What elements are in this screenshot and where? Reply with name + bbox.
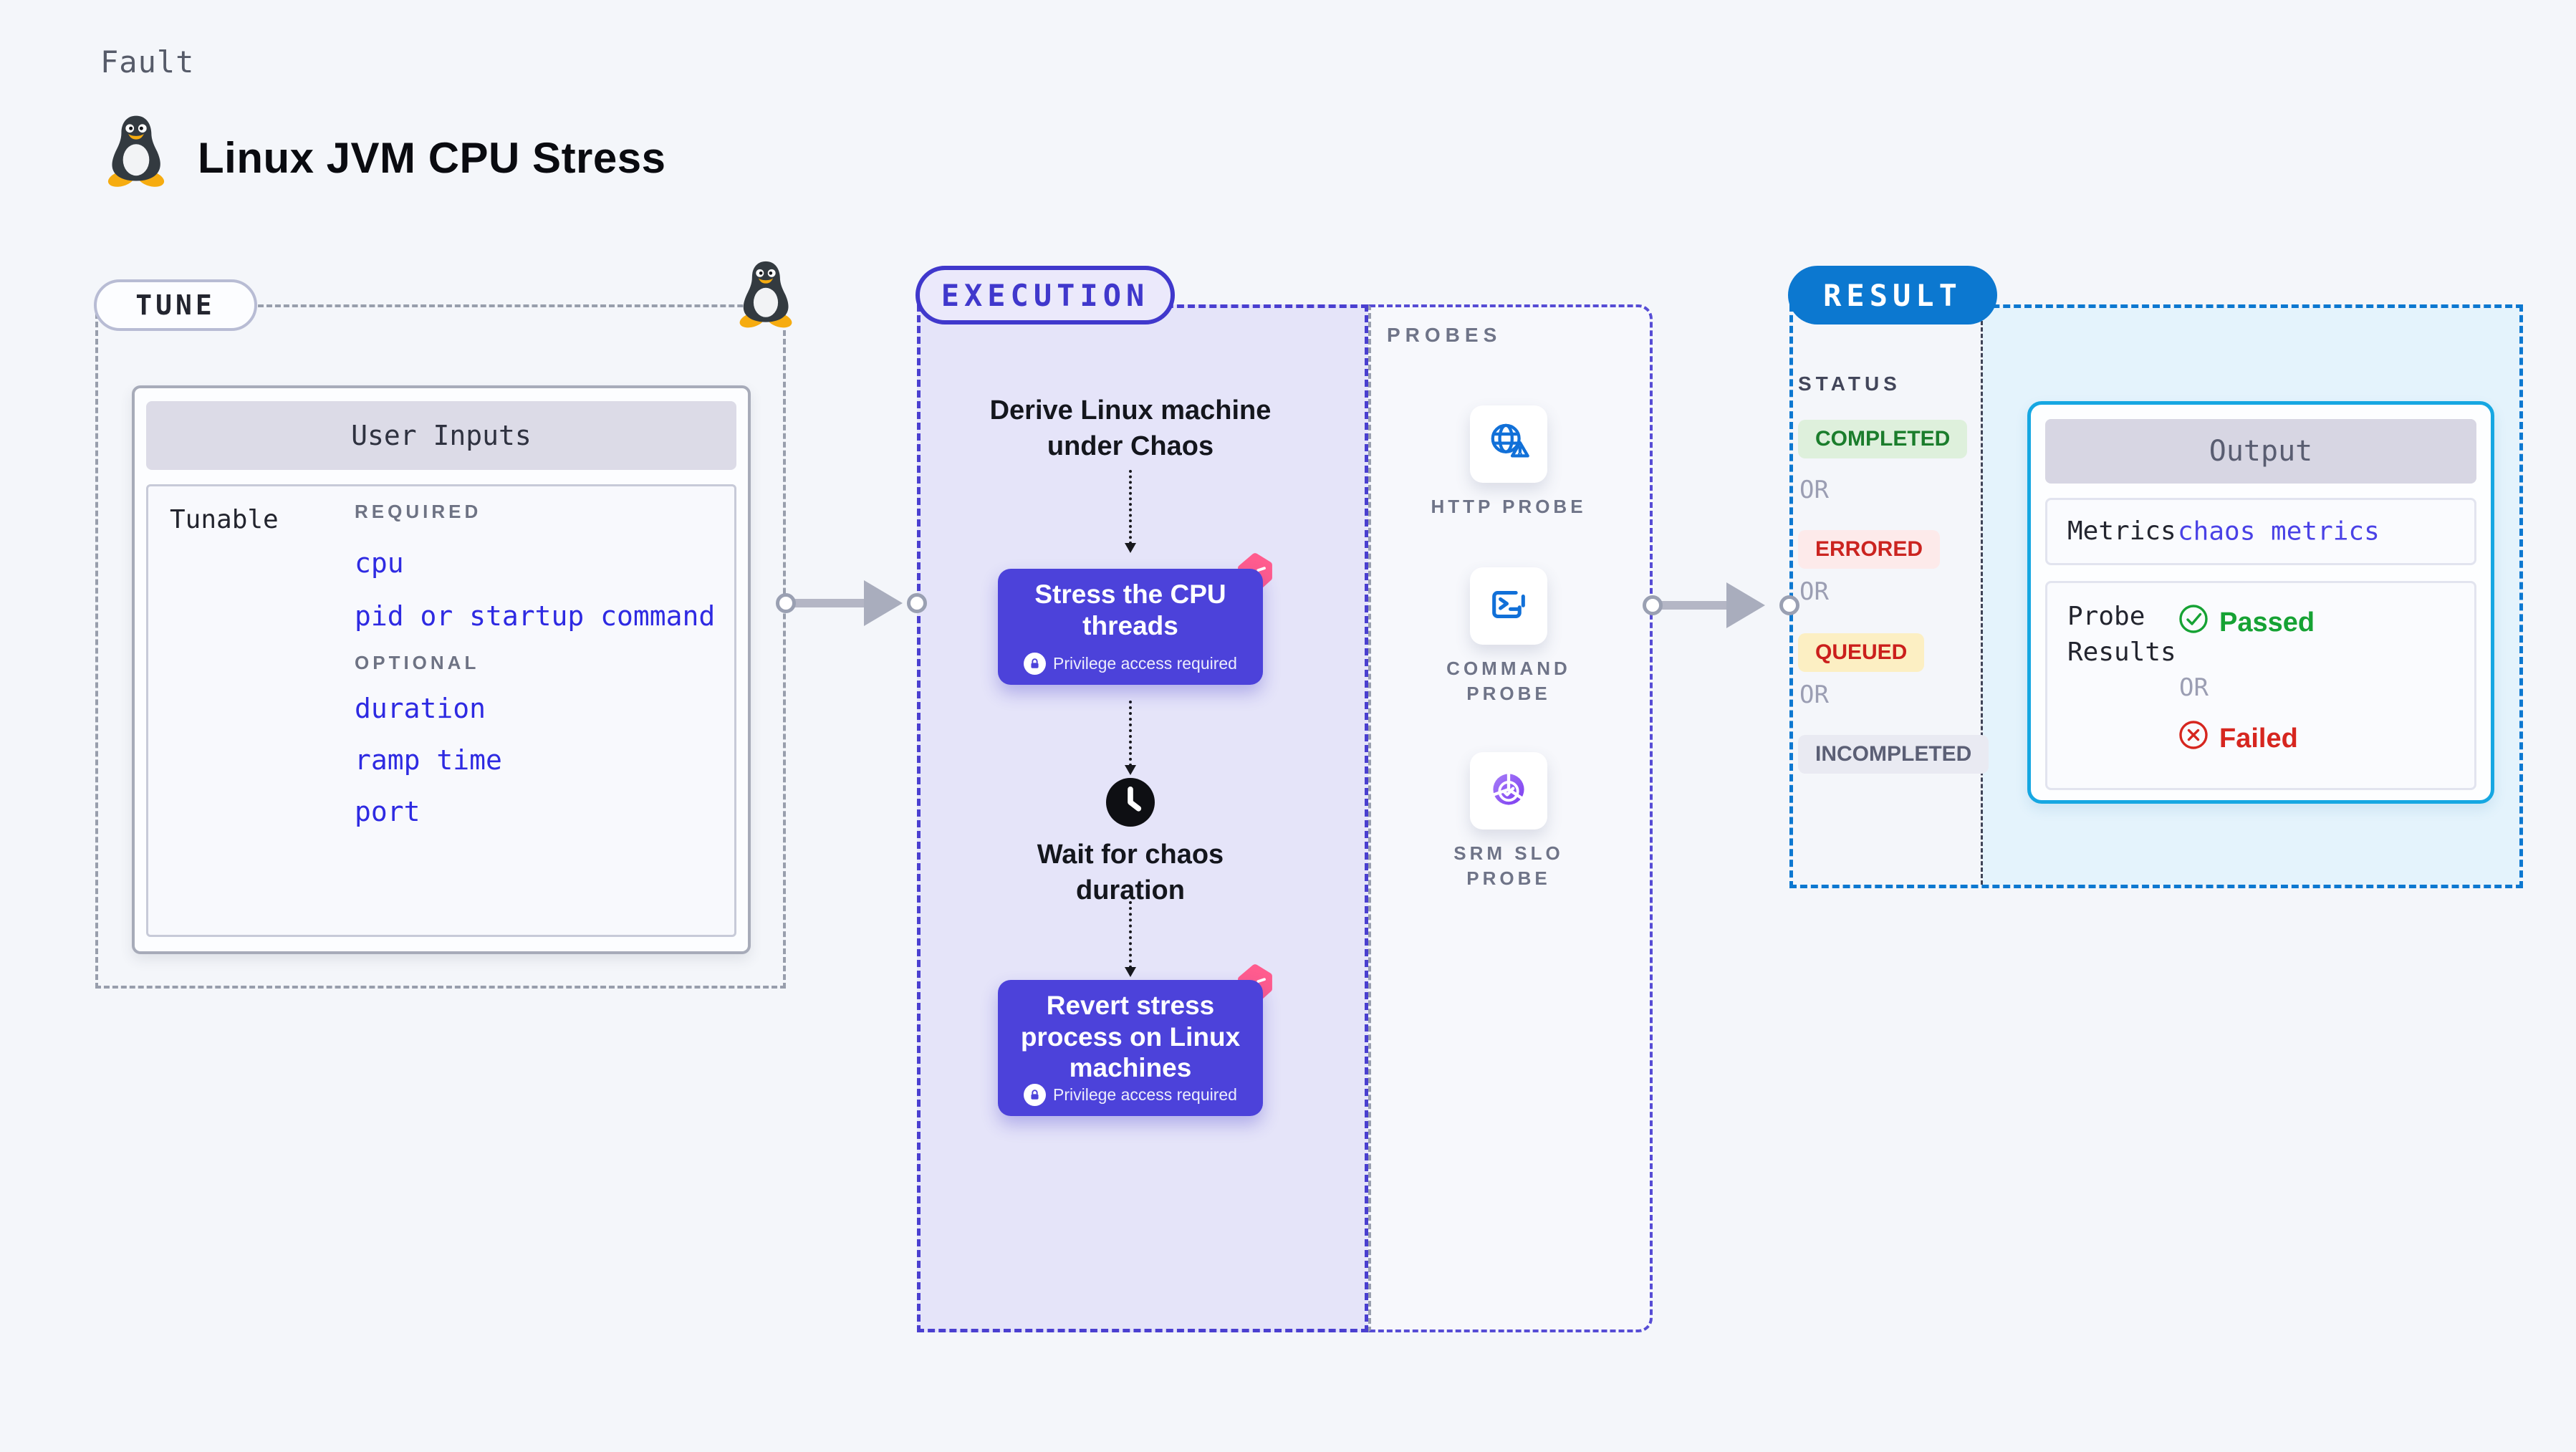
metrics-label: Metrics (2067, 516, 2176, 546)
flow-arrow-down-icon (1125, 470, 1136, 553)
status-badge-incompleted: INCOMPLETED (1798, 735, 1989, 774)
command-probe-card (1470, 567, 1547, 645)
tune-to-execution-arrow-shaft (788, 599, 868, 607)
tux-linux-icon (105, 113, 168, 191)
status-badge-queued: QUEUED (1798, 633, 1925, 672)
status-badge-completed: COMPLETED (1798, 420, 1968, 458)
failed-label: Failed (2219, 723, 2298, 754)
metrics-row: Metrics chaos metrics (2045, 498, 2476, 565)
param-pid-or-startup-command: pid or startup command (355, 600, 716, 632)
privilege-note: Privilege access required (1053, 654, 1237, 673)
user-inputs-table: Tunable REQUIRED cpu pid or startup comm… (146, 484, 736, 937)
status-label: STATUS (1798, 372, 1901, 395)
srm-slo-probe-card (1470, 752, 1547, 830)
command-probe-label: COMMAND PROBE (1446, 658, 1571, 705)
output-card: Output Metrics chaos metrics Probe Resul… (2027, 401, 2494, 804)
connector-dot (1643, 595, 1663, 615)
param-port: port (355, 796, 420, 827)
execution-badge: EXECUTION (915, 266, 1175, 324)
probe-results-row: Probe Results Passed OR (2045, 581, 2476, 790)
tune-to-execution-arrow-head (864, 580, 903, 626)
x-circle-icon (2178, 719, 2209, 758)
check-circle-icon (2178, 603, 2209, 642)
execution-to-result-arrow-head (1726, 582, 1765, 628)
probe-results-label: Probe Results (2067, 602, 2176, 668)
user-inputs-title: User Inputs (146, 401, 736, 470)
revert-card-title: Revert stress process on Linux machines (1020, 991, 1241, 1083)
param-ramp-time: ramp time (355, 744, 502, 776)
param-cpu: cpu (355, 547, 404, 579)
privilege-note: Privilege access required (1053, 1085, 1237, 1104)
connector-dot (907, 593, 927, 613)
flow-arrow-down-icon (1125, 701, 1136, 775)
step-wait-duration: Wait for chaos duration (1037, 840, 1224, 906)
required-group-label: REQUIRED (355, 501, 482, 522)
connector-dot (776, 593, 796, 613)
http-probe-card (1470, 405, 1547, 483)
probes-label: PROBES (1387, 324, 1502, 346)
lock-icon (1024, 653, 1047, 675)
http-probe-label: HTTP PROBE (1431, 496, 1587, 517)
metrics-value: chaos metrics (2178, 516, 2380, 547)
step-derive-machine: Derive Linux machine under Chaos (989, 395, 1272, 462)
step-stress-cpu-card: Stress the CPU threads Privilege access … (998, 569, 1263, 685)
stress-card-title: Stress the CPU threads (1034, 580, 1226, 640)
flow-arrow-down-icon (1125, 901, 1136, 977)
execution-to-result-arrow-shaft (1656, 601, 1731, 610)
fault-kicker: Fault (100, 44, 195, 80)
or-label: OR (2179, 673, 2209, 702)
srm-slo-probe-label: SRM SLO PROBE (1453, 842, 1564, 890)
output-title: Output (2045, 419, 2476, 484)
clock-icon (1106, 778, 1155, 830)
status-badge-errored: ERRORED (1798, 530, 1941, 569)
tunable-row-label: Tunable (170, 505, 279, 534)
terminal-icon (1485, 581, 1532, 632)
globe-alert-icon (1485, 419, 1532, 470)
user-inputs-card: User Inputs Tunable REQUIRED cpu pid or … (132, 385, 751, 954)
tux-corner-icon (736, 259, 795, 332)
or-label: OR (1799, 681, 1829, 709)
donut-check-icon (1485, 766, 1532, 817)
connector-dot (1779, 595, 1799, 615)
step-revert-stress-card: Revert stress process on Linux machines … (998, 980, 1263, 1116)
tune-section-box (95, 304, 786, 989)
lock-icon (1024, 1084, 1047, 1106)
param-duration: duration (355, 693, 486, 724)
tune-badge: TUNE (94, 279, 257, 331)
optional-group-label: OPTIONAL (355, 652, 480, 673)
passed-label: Passed (2219, 607, 2315, 638)
or-label: OR (1799, 476, 1829, 504)
page-title: Linux JVM CPU Stress (198, 134, 666, 182)
or-label: OR (1799, 577, 1829, 606)
result-divider (1981, 308, 1983, 885)
result-badge: RESULT (1788, 266, 1997, 324)
